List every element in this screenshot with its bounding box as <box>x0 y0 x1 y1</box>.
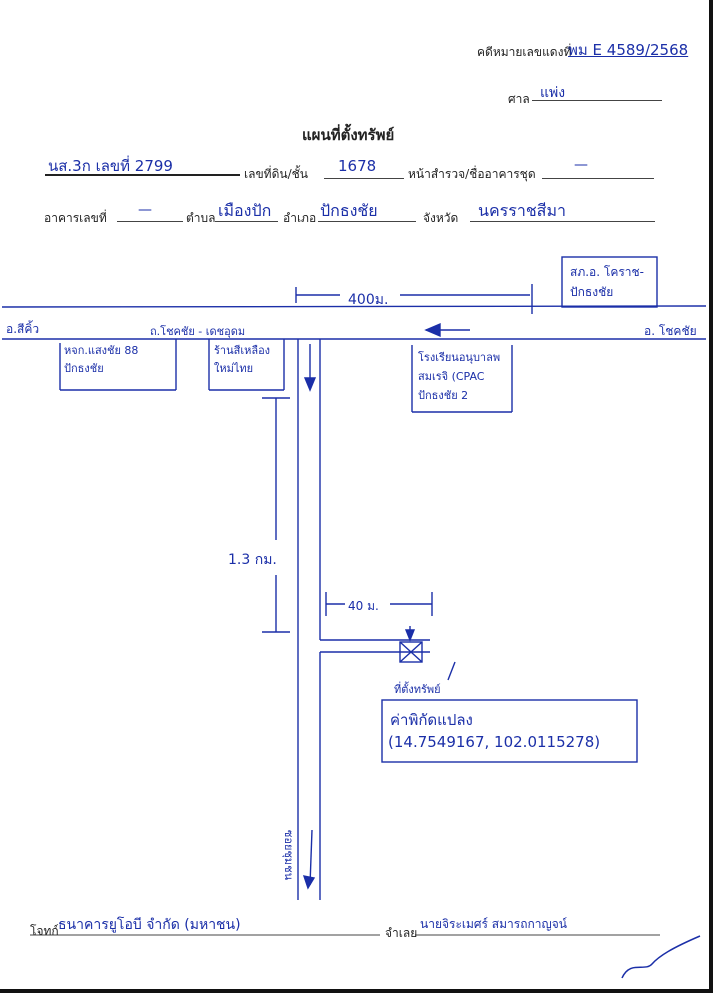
property-marker-box <box>399 641 423 663</box>
property-pointer-head <box>404 629 416 642</box>
property-marker-cross-b <box>399 641 423 663</box>
survey-underline <box>542 178 654 179</box>
court-label: ศาล <box>508 92 530 106</box>
road-name-label: ถ.โชคชัย - เดชอุดม <box>150 325 246 338</box>
plaintiff-value: ธนาคารยูโอบี จำกัด (มหาชน) <box>58 917 241 933</box>
survey-value: — <box>574 157 588 173</box>
subdistrict-label: ตำบล <box>186 211 216 225</box>
distance-small-label: 40 ม. <box>348 599 379 613</box>
property-label: ที่ตั้งทรัพย์ <box>394 683 441 696</box>
page-border-bottom <box>0 989 713 993</box>
land-no-underline <box>324 178 404 179</box>
police-station-label: สภ.อ. โคราช-ปักธงชัย <box>570 265 645 299</box>
coordinate-value: (14.7549167, 102.0115278) <box>388 733 601 751</box>
coordinate-label: ค่าพิกัดแปลง <box>390 711 473 729</box>
coordinate-box <box>381 699 638 763</box>
subdistrict-value: เมืองปัก <box>218 201 272 220</box>
road-right-label: อ. โชคชัย <box>644 324 697 338</box>
page-border-right <box>709 0 713 993</box>
survey-label: หน้าสำรวจ/ชื่ออาคารชุด <box>408 167 536 181</box>
building-value: — <box>138 202 152 218</box>
district-label: อำเภอ <box>283 211 317 225</box>
province-label: จังหวัด <box>423 211 459 225</box>
document-title: แผนที่ตั้งทรัพย์ <box>302 126 395 144</box>
building-label: อาคารเลขที่ <box>44 211 107 225</box>
lane-arrow-head <box>303 377 317 392</box>
shop-1-label: หจก.แสงชัย 88 ปักธงชัย <box>64 344 139 375</box>
district-value: ปักธงชัย <box>320 201 378 220</box>
signature <box>621 935 701 979</box>
defendant-value: นายจิระเมศร์ สมารถกาญจน์ <box>420 917 567 931</box>
property-label-leader <box>447 661 456 681</box>
defendant-label: จำเลย <box>385 926 418 940</box>
building-underline <box>117 221 183 222</box>
lane-arrow-south <box>309 829 313 886</box>
shop-2-label: ร้านสีเหลืองใหม่ไทย <box>214 344 271 375</box>
lane-label: ซอยชุมชน <box>282 829 296 881</box>
province-value: นครราชสีมา <box>478 201 566 220</box>
case-number-label: คดีหมายเลขแดงที่ <box>477 45 572 59</box>
police-station-box <box>561 256 658 308</box>
plaintiff-label: โจทก์ <box>30 924 59 938</box>
direction-arrow-head <box>424 322 441 338</box>
province-underline <box>470 221 655 222</box>
district-underline <box>318 221 416 222</box>
main-road-top-edge <box>1 305 707 308</box>
lane-arrow-south-head <box>302 875 316 890</box>
land-no-value: 1678 <box>338 157 377 175</box>
deed-underline <box>45 174 240 176</box>
school-label: โรงเรียนอนุบาลพสมเรจิ (CPAC ปักธงชัย 2 <box>418 351 501 402</box>
court-name: แพ่ง <box>540 85 566 101</box>
land-no-label: เลขที่ดิน/ชั้น <box>244 167 308 181</box>
road-left-label: อ.สีคิ้ว <box>6 322 40 336</box>
distance-side-label: 1.3 กม. <box>228 552 277 568</box>
subdistrict-underline <box>215 221 278 222</box>
case-number-value: พม E 4589/2568 <box>568 41 689 59</box>
deed-value: นส.3ก เลขที่ 2799 <box>48 157 173 175</box>
distance-top-label: 400ม. <box>348 292 389 308</box>
court-underline <box>532 100 662 101</box>
